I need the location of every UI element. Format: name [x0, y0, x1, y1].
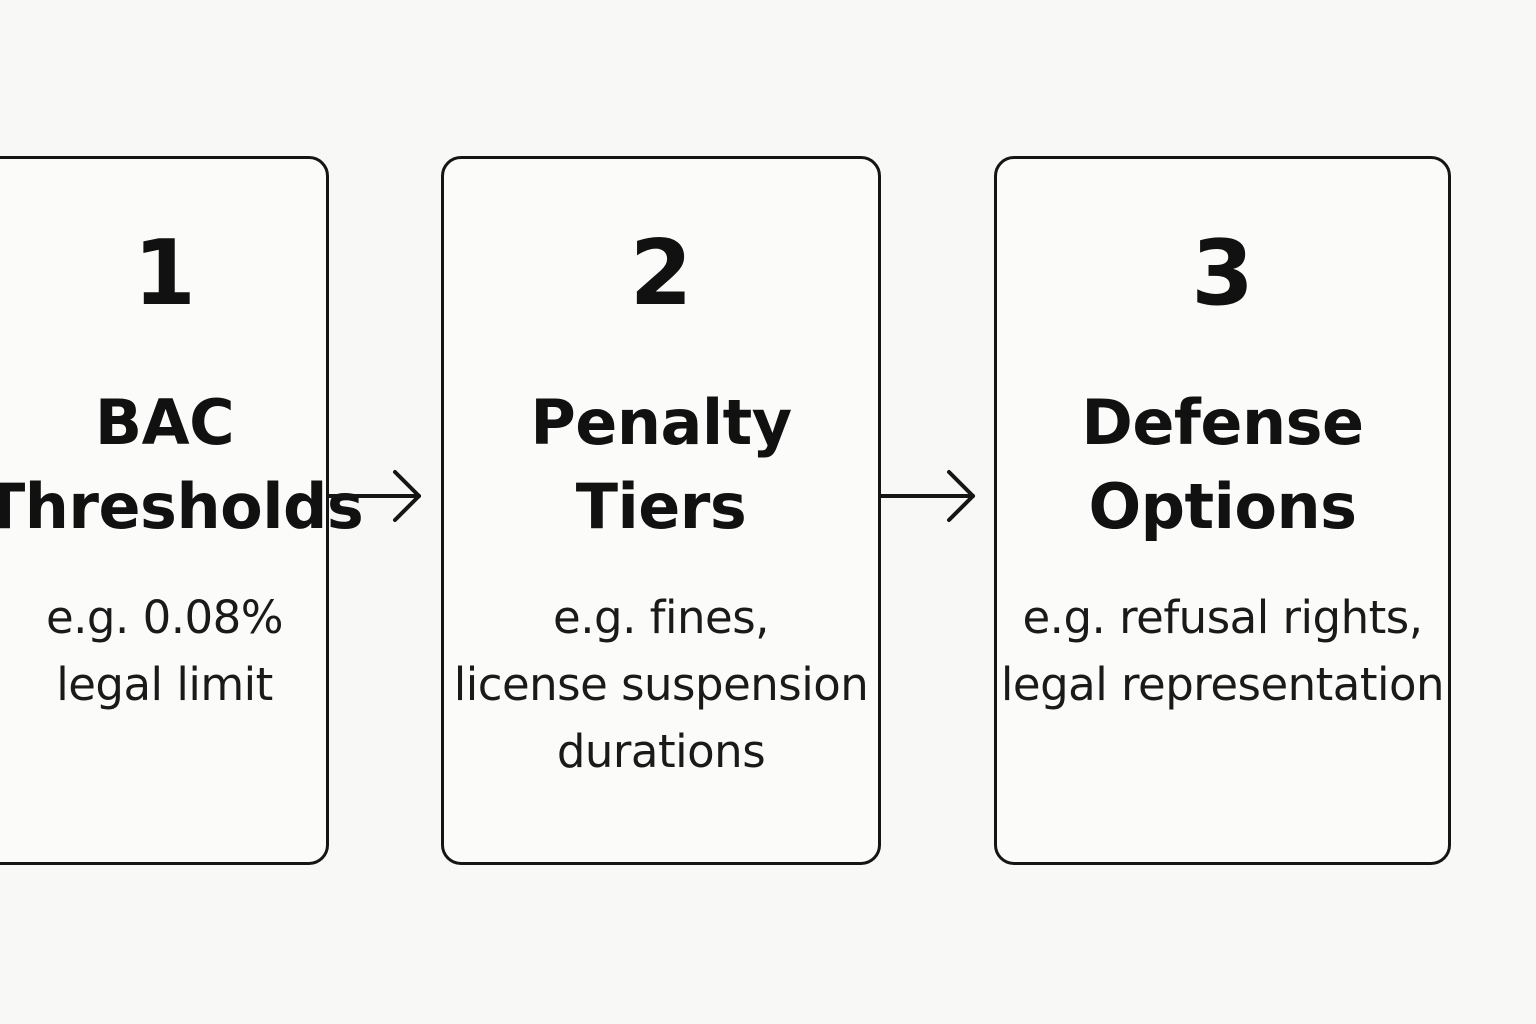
- arrow-right-icon: [881, 470, 975, 522]
- step-description-line: durations: [556, 725, 766, 778]
- step-card-penalty-tiers: 2 Penalty Tiers e.g. fines, license susp…: [441, 156, 881, 865]
- step-description-line: license suspension: [453, 658, 869, 711]
- step-title-line: Tiers: [575, 470, 747, 543]
- step-number: 3: [1191, 221, 1254, 326]
- step-description: e.g. fines, license suspension durations: [424, 584, 898, 785]
- step-description-line: legal limit: [56, 658, 273, 711]
- step-description: e.g. 0.08% legal limit: [0, 584, 346, 718]
- step-title-line: Options: [1088, 470, 1357, 543]
- step-description-line: e.g. 0.08%: [45, 591, 284, 644]
- step-description: e.g. refusal rights, legal representatio…: [977, 584, 1468, 718]
- step-description-line: legal representation: [1000, 658, 1445, 711]
- step-description-line: e.g. fines,: [553, 591, 769, 644]
- step-title-line: BAC: [94, 386, 235, 459]
- step-title: Defense Options: [977, 381, 1468, 549]
- step-number: 2: [629, 221, 693, 326]
- step-description-line: e.g. refusal rights,: [1022, 591, 1423, 644]
- step-card-defense-options: 3 Defense Options e.g. refusal rights, l…: [994, 156, 1451, 865]
- step-card-bac-thresholds: 1 BAC Thresholds e.g. 0.08% legal limit: [0, 156, 364, 865]
- step-title-line: Penalty: [530, 386, 792, 459]
- step-title-line: Defense: [1081, 386, 1364, 459]
- arrow-right-icon: [329, 470, 421, 522]
- step-title-line: Thresholds: [0, 470, 364, 543]
- step-title: Penalty Tiers: [424, 381, 898, 549]
- step-title: BAC Thresholds: [0, 381, 364, 549]
- step-number: 1: [133, 221, 196, 326]
